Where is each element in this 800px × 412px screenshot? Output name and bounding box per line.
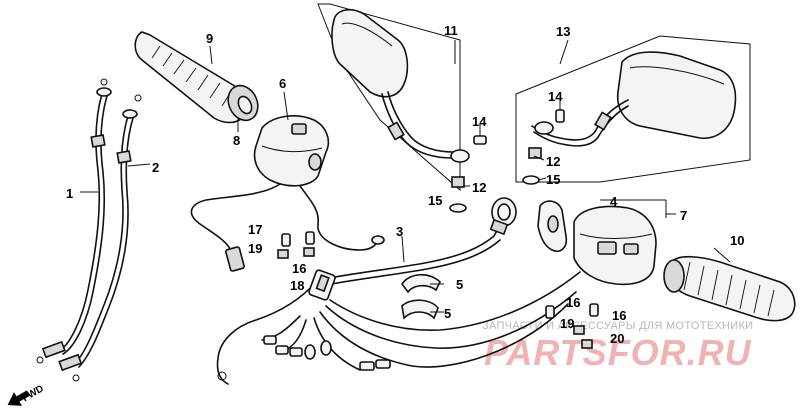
callout-11: 11: [444, 23, 458, 38]
callout-12a: 12: [472, 180, 486, 195]
right-mirror: [515, 35, 751, 183]
callout-13: 13: [556, 24, 570, 39]
wire-clips: [401, 273, 441, 320]
callout-19a: 19: [248, 241, 262, 256]
right-small-hardware: [545, 303, 599, 349]
right-grip: [663, 255, 796, 322]
main-wire-harness: [216, 197, 517, 385]
callout-3: 3: [396, 224, 403, 239]
callout-10: 10: [730, 233, 744, 248]
leader-lines: [80, 39, 731, 313]
fwd-label: FWD: [21, 383, 46, 404]
callout-2: 2: [152, 160, 159, 175]
callout-9: 9: [206, 31, 213, 46]
callout-labels: 1 2 3 4 5 5 6 7 8 9 10 11 12 12 13 14 14…: [66, 23, 744, 346]
callout-8: 8: [233, 133, 240, 148]
callout-5a: 5: [456, 277, 463, 292]
left-small-hardware: [277, 231, 315, 259]
connector-block: [308, 269, 336, 301]
callout-17: 17: [248, 222, 262, 237]
callout-1: 1: [66, 186, 73, 201]
callout-19b: 19: [560, 316, 574, 331]
right-mirror-hardware: [522, 100, 565, 185]
callout-16a: 16: [292, 261, 306, 276]
callout-15a: 15: [428, 193, 442, 208]
throttle-cables: [36, 78, 142, 382]
callout-14a: 14: [472, 114, 487, 129]
left-grip: [134, 31, 259, 124]
callout-18: 18: [290, 278, 304, 293]
callout-20: 20: [610, 331, 624, 346]
callout-6: 6: [279, 76, 286, 91]
callout-5b: 5: [444, 306, 451, 321]
callout-16c: 16: [612, 308, 626, 323]
watermark: ЗАПЧАСТИ И АКСЕССУАРЫ ДЛЯ МОТОТЕХНИКИ PA…: [482, 320, 753, 373]
callout-16b: 16: [566, 295, 580, 310]
left-mirror-hardware: [449, 124, 487, 213]
callout-15b: 15: [546, 172, 560, 187]
left-mirror: [317, 3, 470, 192]
callout-14b: 14: [548, 89, 563, 104]
callout-4: 4: [610, 194, 618, 209]
right-switch-housing: [537, 200, 657, 286]
callout-12b: 12: [546, 154, 560, 169]
forward-arrow-icon: FWD: [7, 383, 46, 406]
left-switch-housing: [190, 115, 385, 272]
watermark-caption: ЗАПЧАСТИ И АКСЕССУАРЫ ДЛЯ МОТОТЕХНИКИ: [482, 320, 753, 332]
right-switch-wiring: [261, 271, 581, 371]
callout-7: 7: [680, 208, 687, 223]
watermark-brand: PARTSFOR.RU: [484, 332, 752, 373]
